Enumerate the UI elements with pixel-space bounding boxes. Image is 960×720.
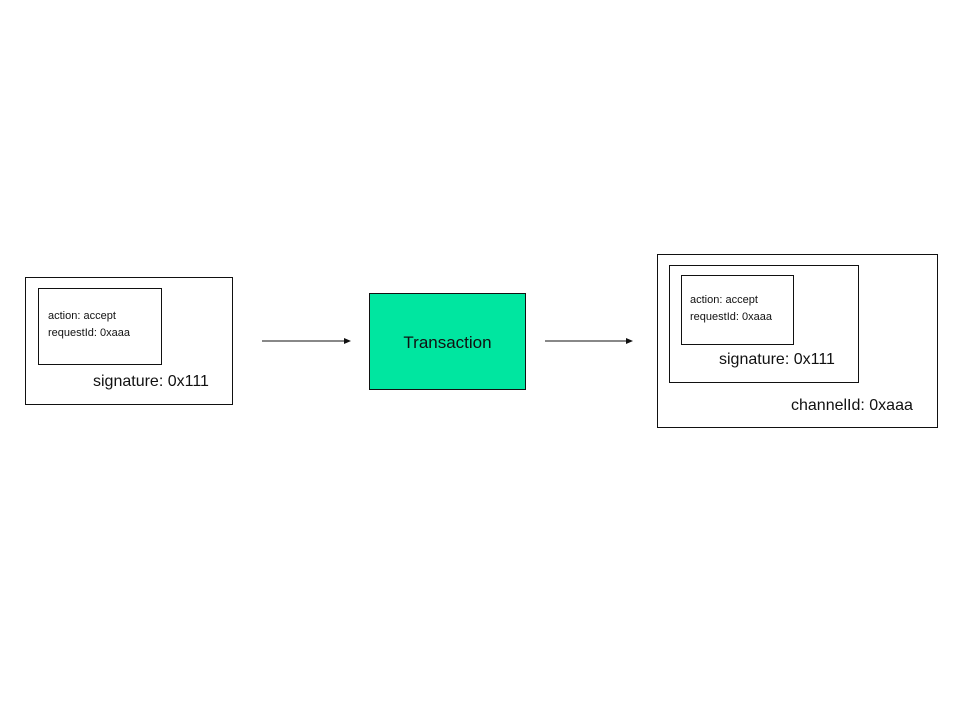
action-text: action: accept xyxy=(48,310,116,322)
transaction-box xyxy=(369,293,526,390)
arrow-to-channel-message xyxy=(545,338,633,344)
signature-text-inner: signature: 0x111 xyxy=(719,351,835,368)
channel-id-text: channelId: 0xaaa xyxy=(791,397,913,414)
arrow-to-transaction xyxy=(262,338,351,344)
action-text-inner: action: accept xyxy=(690,294,758,306)
request-payload-box-inner xyxy=(681,275,794,345)
transaction-label: Transaction xyxy=(403,333,492,352)
request-id-text: requestId: 0xaaa xyxy=(48,327,130,339)
request-payload-box xyxy=(38,288,162,365)
request-id-text-inner: requestId: 0xaaa xyxy=(690,311,772,323)
signature-text: signature: 0x111 xyxy=(93,373,209,390)
